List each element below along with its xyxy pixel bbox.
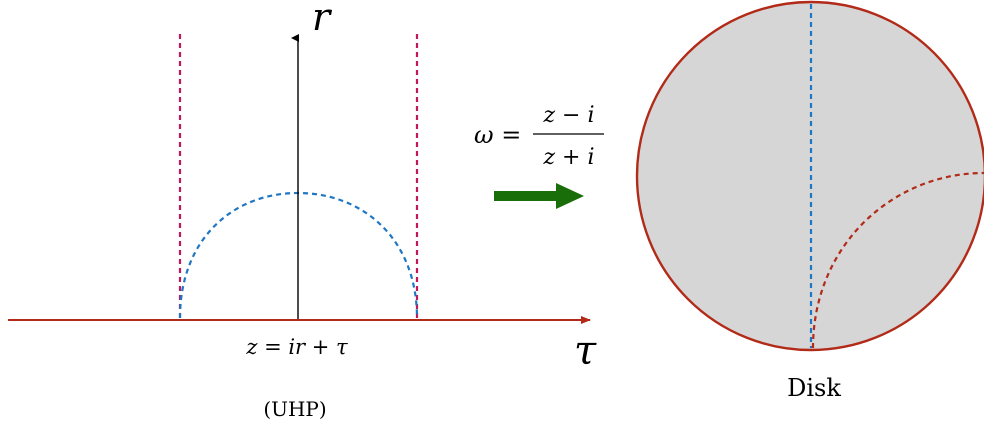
coordinate-label: z = ir + τ [245, 335, 348, 359]
tau-axis-label: τ [574, 328, 597, 374]
mapping-numerator: z − i [542, 103, 594, 128]
uhp-caption: (UHP) [263, 397, 326, 421]
r-axis-label: r [312, 0, 333, 39]
disk-panel: Disk [635, 0, 984, 402]
mapping-arrow [494, 183, 584, 209]
disk-caption: Disk [787, 374, 841, 402]
red-arc-geodesic [811, 171, 984, 349]
arrow-shaft [494, 191, 558, 201]
mapping-formula: ω = z − i z + i [474, 103, 604, 170]
mapping-denominator: z + i [542, 145, 594, 170]
arrow-head [556, 183, 584, 209]
uhp-panel: r τ z = ir + τ (UHP) [8, 0, 597, 421]
mapping-lhs: ω = [474, 121, 521, 149]
